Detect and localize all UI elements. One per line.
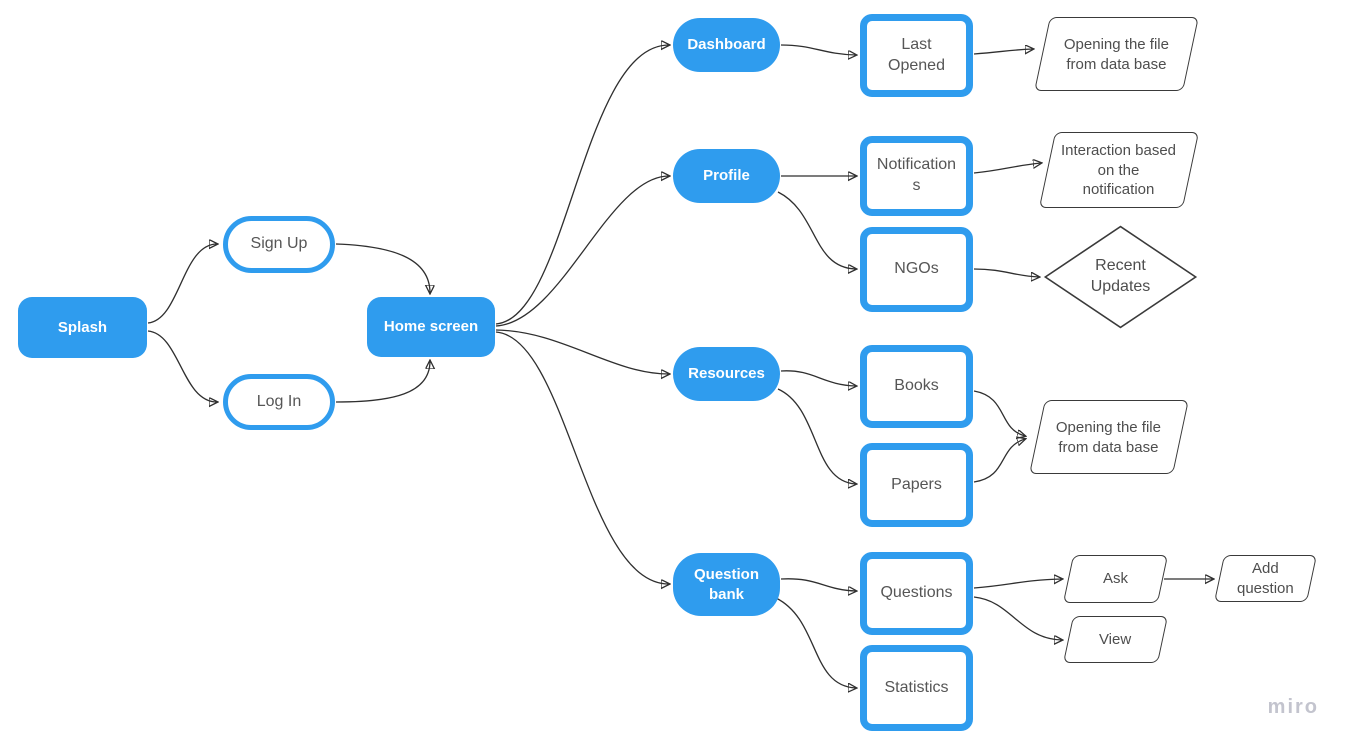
node-resources-label: Resources: [688, 365, 765, 383]
edge-books-openfile2[interactable]: [973, 390, 1025, 436]
node-dashboard-label: Dashboard: [687, 36, 766, 54]
node-profile-label: Profile: [703, 167, 750, 185]
node-opening-file-db-2-label: Opening the file from data base: [1056, 418, 1162, 456]
edge-questionbank-statistics[interactable]: [775, 597, 856, 688]
edge-home-resources[interactable]: [495, 329, 669, 374]
node-log-in[interactable]: Log In: [223, 374, 335, 430]
edge-splash-login[interactable]: [147, 330, 217, 402]
node-sign-up-label: Sign Up: [250, 235, 308, 253]
node-recent-updates-label: Recent Updates: [1090, 257, 1151, 295]
edge-home-questionbank[interactable]: [495, 331, 669, 584]
node-opening-file-db-1[interactable]: Opening the file from data base: [1034, 17, 1199, 91]
node-view-label: View: [1099, 630, 1132, 648]
node-question-bank[interactable]: Question bank: [673, 553, 780, 616]
edge-resources-papers[interactable]: [777, 388, 856, 484]
node-ngos[interactable]: NGOs: [860, 227, 973, 312]
node-ngos-label: NGOs: [894, 260, 939, 278]
node-notifications-label: Notifications: [876, 156, 957, 194]
node-home-screen-label: Home screen: [383, 318, 479, 336]
edge-dashboard-lastopened[interactable]: [780, 44, 856, 55]
edge-questions-ask[interactable]: [973, 579, 1062, 589]
edge-resources-books[interactable]: [780, 370, 856, 386]
miro-watermark: miro: [1267, 696, 1319, 718]
diamond-shape: [1043, 225, 1198, 329]
node-view[interactable]: View: [1063, 616, 1168, 663]
node-splash[interactable]: Splash: [18, 297, 147, 358]
node-interaction-notification-label: Interaction based on the notification: [1061, 141, 1177, 198]
node-log-in-label: Log In: [256, 392, 302, 410]
node-notifications[interactable]: Notifications: [860, 136, 973, 216]
node-add-question-label: Add question: [1237, 560, 1294, 597]
node-questions-label: Questions: [880, 584, 953, 602]
node-papers-label: Papers: [891, 475, 942, 493]
node-question-bank-label: Question bank: [693, 566, 759, 603]
node-resources[interactable]: Resources: [673, 347, 780, 401]
node-sign-up[interactable]: Sign Up: [223, 216, 335, 273]
node-last-opened[interactable]: Last Opened: [860, 14, 973, 97]
edge-questionbank-questions[interactable]: [780, 578, 856, 591]
node-add-question[interactable]: Add question: [1214, 555, 1317, 602]
node-interaction-notification[interactable]: Interaction based on the notification: [1038, 132, 1200, 208]
edge-login-home[interactable]: [335, 361, 430, 403]
node-questions[interactable]: Questions: [860, 552, 973, 635]
node-papers[interactable]: Papers: [860, 443, 973, 527]
node-statistics-label: Statistics: [884, 678, 949, 696]
edge-profile-ngos[interactable]: [777, 191, 856, 269]
edge-papers-openfile2[interactable]: [973, 439, 1025, 483]
node-recent-updates[interactable]: Recent Updates: [1043, 225, 1198, 329]
node-opening-file-db-2[interactable]: Opening the file from data base: [1029, 400, 1189, 474]
edge-notifications-interaction[interactable]: [973, 163, 1041, 174]
node-statistics[interactable]: Statistics: [860, 645, 973, 731]
node-home-screen[interactable]: Home screen: [367, 297, 495, 357]
node-books-label: Books: [894, 377, 939, 395]
node-ask-label: Ask: [1102, 570, 1128, 588]
node-splash-label: Splash: [57, 318, 108, 336]
node-opening-file-db-1-label: Opening the file from data base: [1063, 35, 1170, 73]
edge-signup-home[interactable]: [335, 243, 430, 293]
edge-lastopened-openfile1[interactable]: [973, 49, 1033, 54]
node-profile[interactable]: Profile: [673, 149, 780, 203]
edge-home-dashboard[interactable]: [495, 45, 669, 325]
node-ask[interactable]: Ask: [1062, 555, 1169, 603]
node-last-opened-label: Last Opened: [888, 35, 945, 74]
node-books[interactable]: Books: [860, 345, 973, 428]
edge-home-profile[interactable]: [495, 176, 669, 327]
node-dashboard[interactable]: Dashboard: [673, 18, 780, 72]
edge-ngos-recentupdates[interactable]: [973, 268, 1039, 277]
edge-questions-view[interactable]: [973, 596, 1062, 640]
edge-splash-signup[interactable]: [147, 244, 217, 324]
